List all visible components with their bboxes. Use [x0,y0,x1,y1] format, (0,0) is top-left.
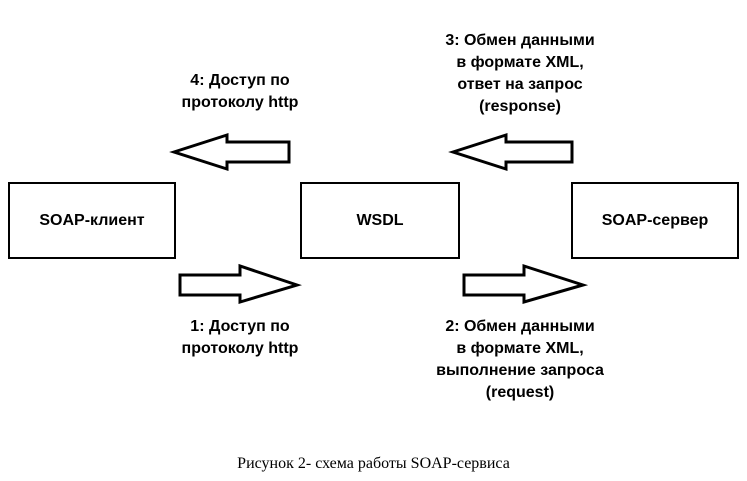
exchange-response-line: (response) [479,98,561,115]
exchange-request-line: в формате XML, [456,340,584,357]
access-response-line: протоколу http [181,94,299,111]
exchange-request-label: 2: Обмен данными в формате XML, выполнен… [400,316,640,404]
exchange-response-line: ответ на запрос [457,76,583,93]
soap-client-box: SOAP-клиент [8,182,176,259]
soap-server-label: SOAP-сервер [601,211,709,229]
exchange-request-line: (request) [485,384,555,401]
access-request-line: 1: Доступ по [190,318,290,335]
soap-client-label: SOAP-клиент [39,211,145,229]
access-response-line: 4: Доступ по [190,72,290,89]
arrow-server-to-wsdl [448,132,574,172]
soap-server-box: SOAP-сервер [571,182,739,259]
arrow-wsdl-to-server [462,263,589,304]
exchange-response-line: в формате XML, [456,54,584,71]
access-request-label: 1: Доступ по протоколу http [140,316,340,360]
exchange-response-line: 3: Обмен данными [445,32,595,49]
wsdl-box: WSDL [300,182,460,259]
access-response-label: 4: Доступ по протоколу http [140,70,340,114]
arrow-wsdl-to-client [169,132,291,172]
exchange-request-line: 2: Обмен данными [445,318,595,335]
wsdl-label: WSDL [356,211,404,229]
arrow-client-to-wsdl [178,263,302,305]
exchange-response-label: 3: Обмен данными в формате XML, ответ на… [400,30,640,118]
exchange-request-line: выполнение запроса [436,362,604,379]
figure-caption: Рисунок 2- схема работы SOAP-сервиса [237,455,510,472]
access-request-line: протоколу http [181,340,299,357]
